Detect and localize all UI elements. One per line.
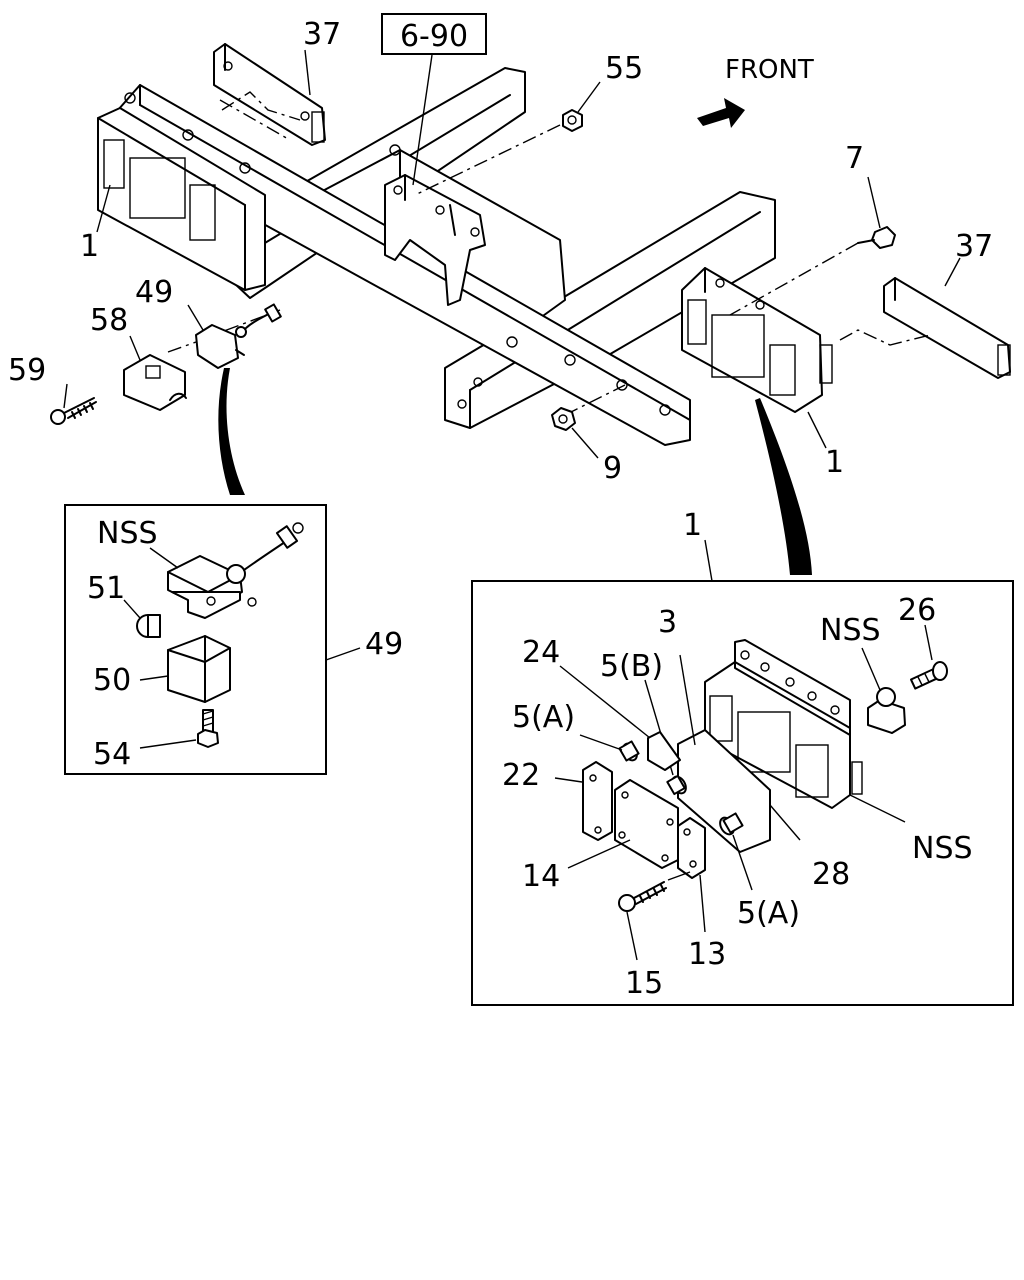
part-22-label: 22 [502,758,540,793]
part-1-left-label: 1 [80,229,99,264]
part-5a-top-label: 5(A) [512,700,575,735]
detail-49-label: 49 [365,627,403,662]
top-reflector-37 [213,43,326,146]
part-14-label: 14 [522,859,560,894]
leader-lines [167,91,931,416]
cover-58 [123,354,187,411]
front-label: FRONT [725,55,814,85]
detail-box-1 [471,539,1014,1006]
part-51-label: 51 [87,571,125,606]
part-37-top-label: 37 [303,17,341,52]
part-26-label: 26 [898,593,936,628]
sensor-49 [195,303,282,369]
part-3-label: 3 [658,605,677,640]
part-49-label: 49 [135,275,173,310]
part-58-label: 58 [90,303,128,338]
right-end-plate [681,267,833,413]
part-7-label: 7 [845,141,864,176]
ref-box-label[interactable]: 6-90 [400,19,468,54]
part-13-label: 13 [688,937,726,972]
part-37-right-label: 37 [955,229,993,264]
right-reflector-37 [883,277,1011,379]
nss-sensor-label: NSS [97,516,158,551]
part-28-label: 28 [812,857,850,892]
callout-pointers [218,368,812,575]
front-arrow [697,98,745,128]
part-15-label: 15 [625,966,663,1001]
bolt-7 [857,226,896,249]
left-end-plate [97,107,266,291]
part-50-label: 50 [93,663,131,698]
part-59-label: 59 [8,353,46,388]
label-leaders [63,49,961,459]
part-54-label: 54 [93,737,131,772]
part-55-label: 55 [605,51,643,86]
nut-9 [551,407,576,431]
nss-housing-label: NSS [912,831,973,866]
part-9-label: 9 [603,451,622,486]
center-bracket [384,174,486,306]
part-5a-bottom-label: 5(A) [737,896,800,931]
ref-box-frame [381,13,487,55]
detail-box-49 [64,504,361,775]
part-5b-label: 5(B) [600,649,663,684]
nss-connector-label: NSS [820,613,881,648]
screw-59 [50,397,97,425]
nut-55 [562,109,583,132]
detail-1-label: 1 [683,508,702,543]
part-1-right-label: 1 [825,445,844,480]
part-24-label: 24 [522,635,560,670]
